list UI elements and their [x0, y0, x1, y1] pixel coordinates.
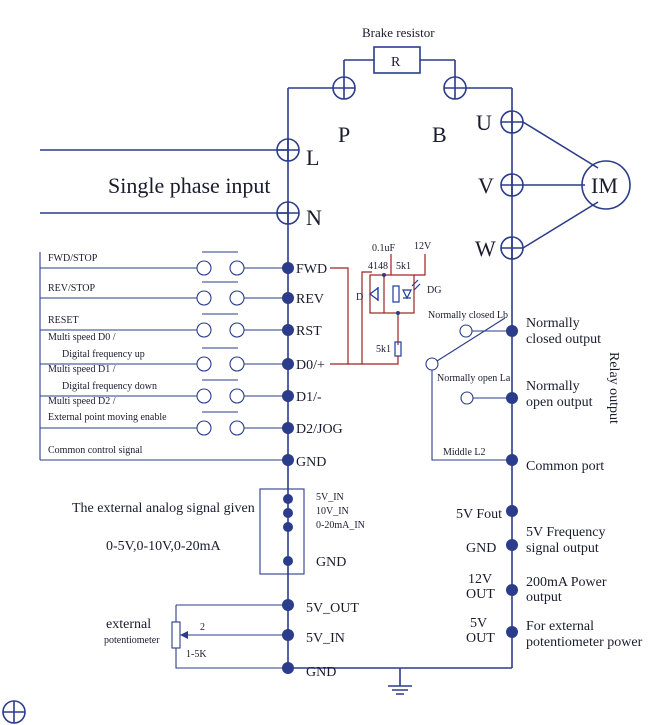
opto-dg: DG [427, 285, 441, 296]
out-12v: 12V [468, 572, 492, 587]
label-v: V [478, 173, 494, 198]
label-fwd-stop: FWD/STOP [48, 253, 98, 264]
analog-in1: 5V_IN [316, 492, 344, 503]
terminal-rev: REV [296, 292, 324, 307]
out-freq-b: signal output [526, 541, 599, 556]
terminal-b-symbol [443, 76, 467, 100]
analog-gnd: GND [316, 555, 346, 570]
relay-middle: Middle L2 [443, 447, 486, 458]
optocoupler-circuit [330, 254, 426, 365]
opto-r1: 5k1 [396, 261, 411, 272]
out-pwr-b: output [526, 590, 562, 605]
pot-range: 1-5K [186, 649, 207, 660]
relay-no-out-a: Normally [526, 379, 580, 394]
out-5v: 5V [470, 616, 487, 631]
opto-diode: 4148 [368, 261, 388, 272]
motor-circle [581, 160, 631, 210]
opto-cap: 0.1uF [372, 243, 396, 254]
terminal-l-symbol [276, 138, 300, 162]
terminal-d1: D1/- [296, 390, 322, 405]
out-freq-a: 5V Frequency [526, 525, 605, 540]
out-pwr-a: 200mA Power [526, 575, 607, 590]
pot-in: 5V_IN [306, 631, 345, 646]
pot-gnd: GND [306, 665, 336, 680]
terminal-v-symbol [500, 173, 524, 197]
terminal-w-symbol [500, 236, 524, 260]
label-b: B [432, 122, 447, 147]
pot-ext-b: potentiometer [104, 635, 160, 646]
out-5v-fout: 5V Fout [456, 507, 502, 522]
label-ms-d1-a: Multi speed D1 / [48, 364, 116, 375]
label-ms-d0-b: Digital frequency up [62, 349, 145, 360]
motor-im-label: IM [591, 173, 618, 198]
terminal-d0: D0/+ [296, 358, 325, 373]
label-ms-d1-b: Digital frequency down [62, 381, 157, 392]
brake-resistor-title: Brake resistor [362, 25, 435, 40]
brake-resistor-r: R [391, 55, 401, 70]
relay-nc-out-a: Normally [526, 316, 580, 331]
label-common-ctrl: Common control signal [48, 445, 143, 456]
terminal-legend-symbol [2, 700, 26, 724]
opto-r2: 5k1 [376, 344, 391, 355]
label-ms-d0-a: Multi speed D0 / [48, 332, 116, 343]
analog-in3: 0-20mA_IN [316, 520, 365, 531]
terminal-u-symbol [500, 110, 524, 134]
analog-range: 0-5V,0-10V,0-20mA [106, 539, 221, 554]
opto-12v: 12V [414, 241, 432, 252]
control-switches [39, 251, 288, 461]
pot-ext-a: external [106, 617, 151, 632]
relay-common-port: Common port [526, 459, 604, 474]
terminal-gnd-1: GND [296, 455, 326, 470]
terminal-rst: RST [296, 324, 322, 339]
label-ms-d2: Multi speed D2 / [48, 396, 116, 407]
label-n: N [306, 205, 322, 230]
pot-out: 5V_OUT [306, 601, 359, 616]
relay-nc-out-b: closed output [526, 332, 601, 347]
analog-title: The external analog signal given [72, 501, 255, 516]
out-5v-out: OUT [466, 631, 495, 646]
analog-input-box [259, 488, 305, 575]
label-l: L [306, 145, 319, 170]
terminal-p-symbol [332, 76, 356, 100]
relay-output-side-label: Relay output [606, 352, 621, 424]
label-u: U [476, 110, 492, 135]
out-pot-b: potentiometer power [526, 635, 643, 650]
terminal-d2-jog: D2/JOG [296, 422, 343, 437]
label-p: P [338, 122, 350, 147]
label-w: W [475, 236, 496, 261]
out-12v-out: OUT [466, 587, 495, 602]
label-reset: RESET [48, 315, 79, 326]
relay-no-la: Normally open La [437, 373, 511, 384]
opto-d: D [356, 292, 363, 303]
potentiometer-circuit [171, 604, 288, 669]
relay-nc-lb: Normally closed Lb [428, 310, 508, 321]
single-phase-input-label: Single phase input [108, 173, 271, 198]
ground-symbol [388, 668, 412, 695]
out-gnd: GND [466, 541, 496, 556]
relay-no-out-b: open output [526, 395, 593, 410]
terminal-n-symbol [276, 201, 300, 225]
analog-in2: 10V_IN [316, 506, 349, 517]
terminal-fwd: FWD [296, 262, 327, 277]
pot-pin: 2 [200, 622, 205, 633]
relay-contacts [425, 317, 512, 461]
out-pot-a: For external [526, 619, 594, 634]
mid-terminal-dots [282, 262, 294, 466]
label-ext-enable: External point moving enable [48, 412, 167, 423]
label-rev-stop: REV/STOP [48, 283, 95, 294]
